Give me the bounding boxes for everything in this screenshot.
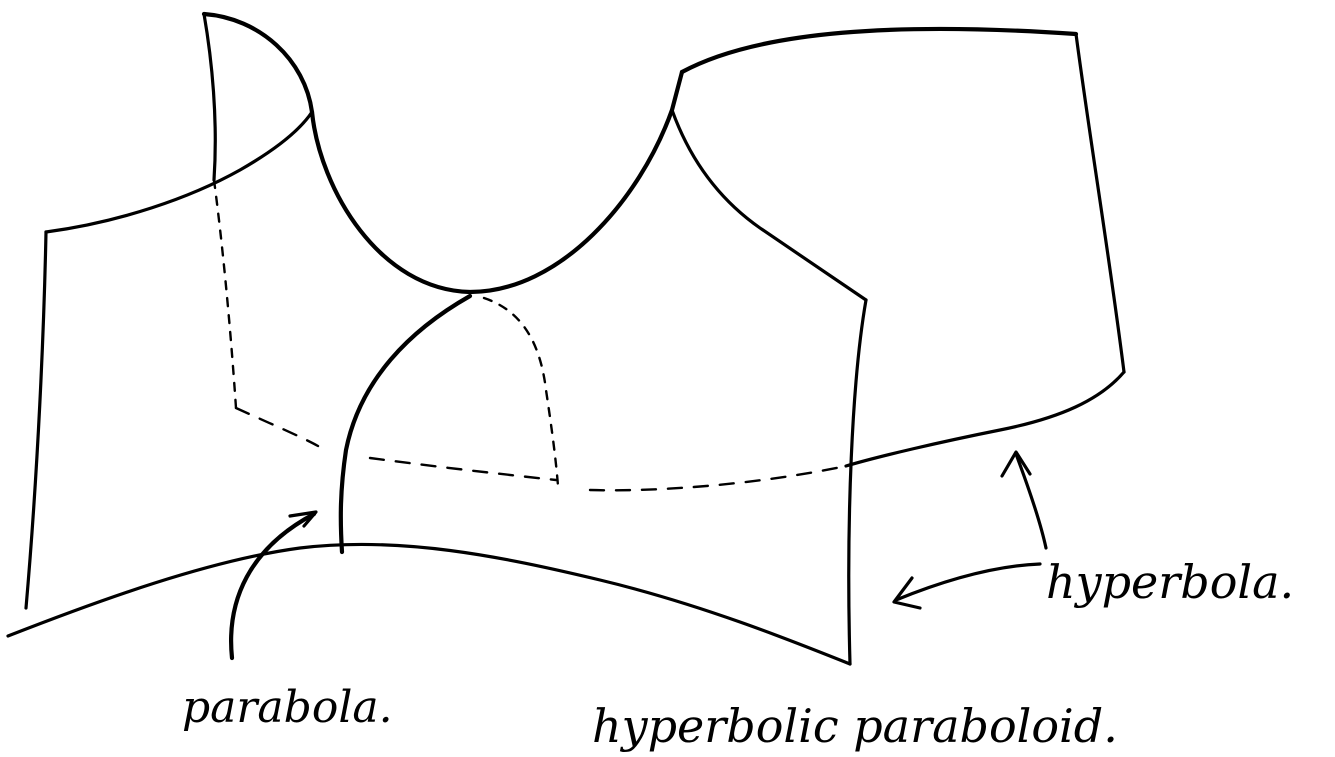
hidden-base-line: [368, 456, 558, 482]
hidden-right-base: [588, 464, 848, 492]
hidden-left-base: [234, 406, 320, 448]
hidden-left-vertical: [212, 178, 238, 410]
hyperbola-arrow-up-shaft: [1014, 452, 1048, 550]
saddle-parabola: [309, 69, 685, 295]
right-far-lower-edge: [844, 370, 1126, 468]
hyperbolic-paraboloid-title: hyperbolic paraboloid.: [592, 699, 1118, 753]
hyperbola-arrow-left-head: [892, 576, 922, 610]
front-parabola: [338, 293, 473, 555]
right-front-edge: [847, 298, 868, 666]
right-back-edge: [1074, 32, 1126, 374]
parabola-arrow-shaft: [229, 511, 317, 661]
parabola-arrow-head: [288, 510, 318, 528]
hidden-back-parabola: [482, 296, 560, 488]
hyperbola-arrow-up-head: [1000, 450, 1032, 478]
right-front-upper-edge: [670, 108, 868, 302]
parabola-label: parabola.: [182, 682, 393, 733]
hyperbola-label: hyperbola.: [1046, 555, 1294, 609]
left-back-edge: [202, 12, 217, 182]
hyperbola-arrow-left-shaft: [894, 562, 1042, 602]
left-front-edge: [24, 230, 48, 610]
right-top-hyperbola: [679, 26, 1079, 75]
left-top-hyperbola: [201, 11, 315, 115]
left-upper-edge: [44, 110, 314, 234]
bottom-front-curve: [6, 542, 852, 666]
